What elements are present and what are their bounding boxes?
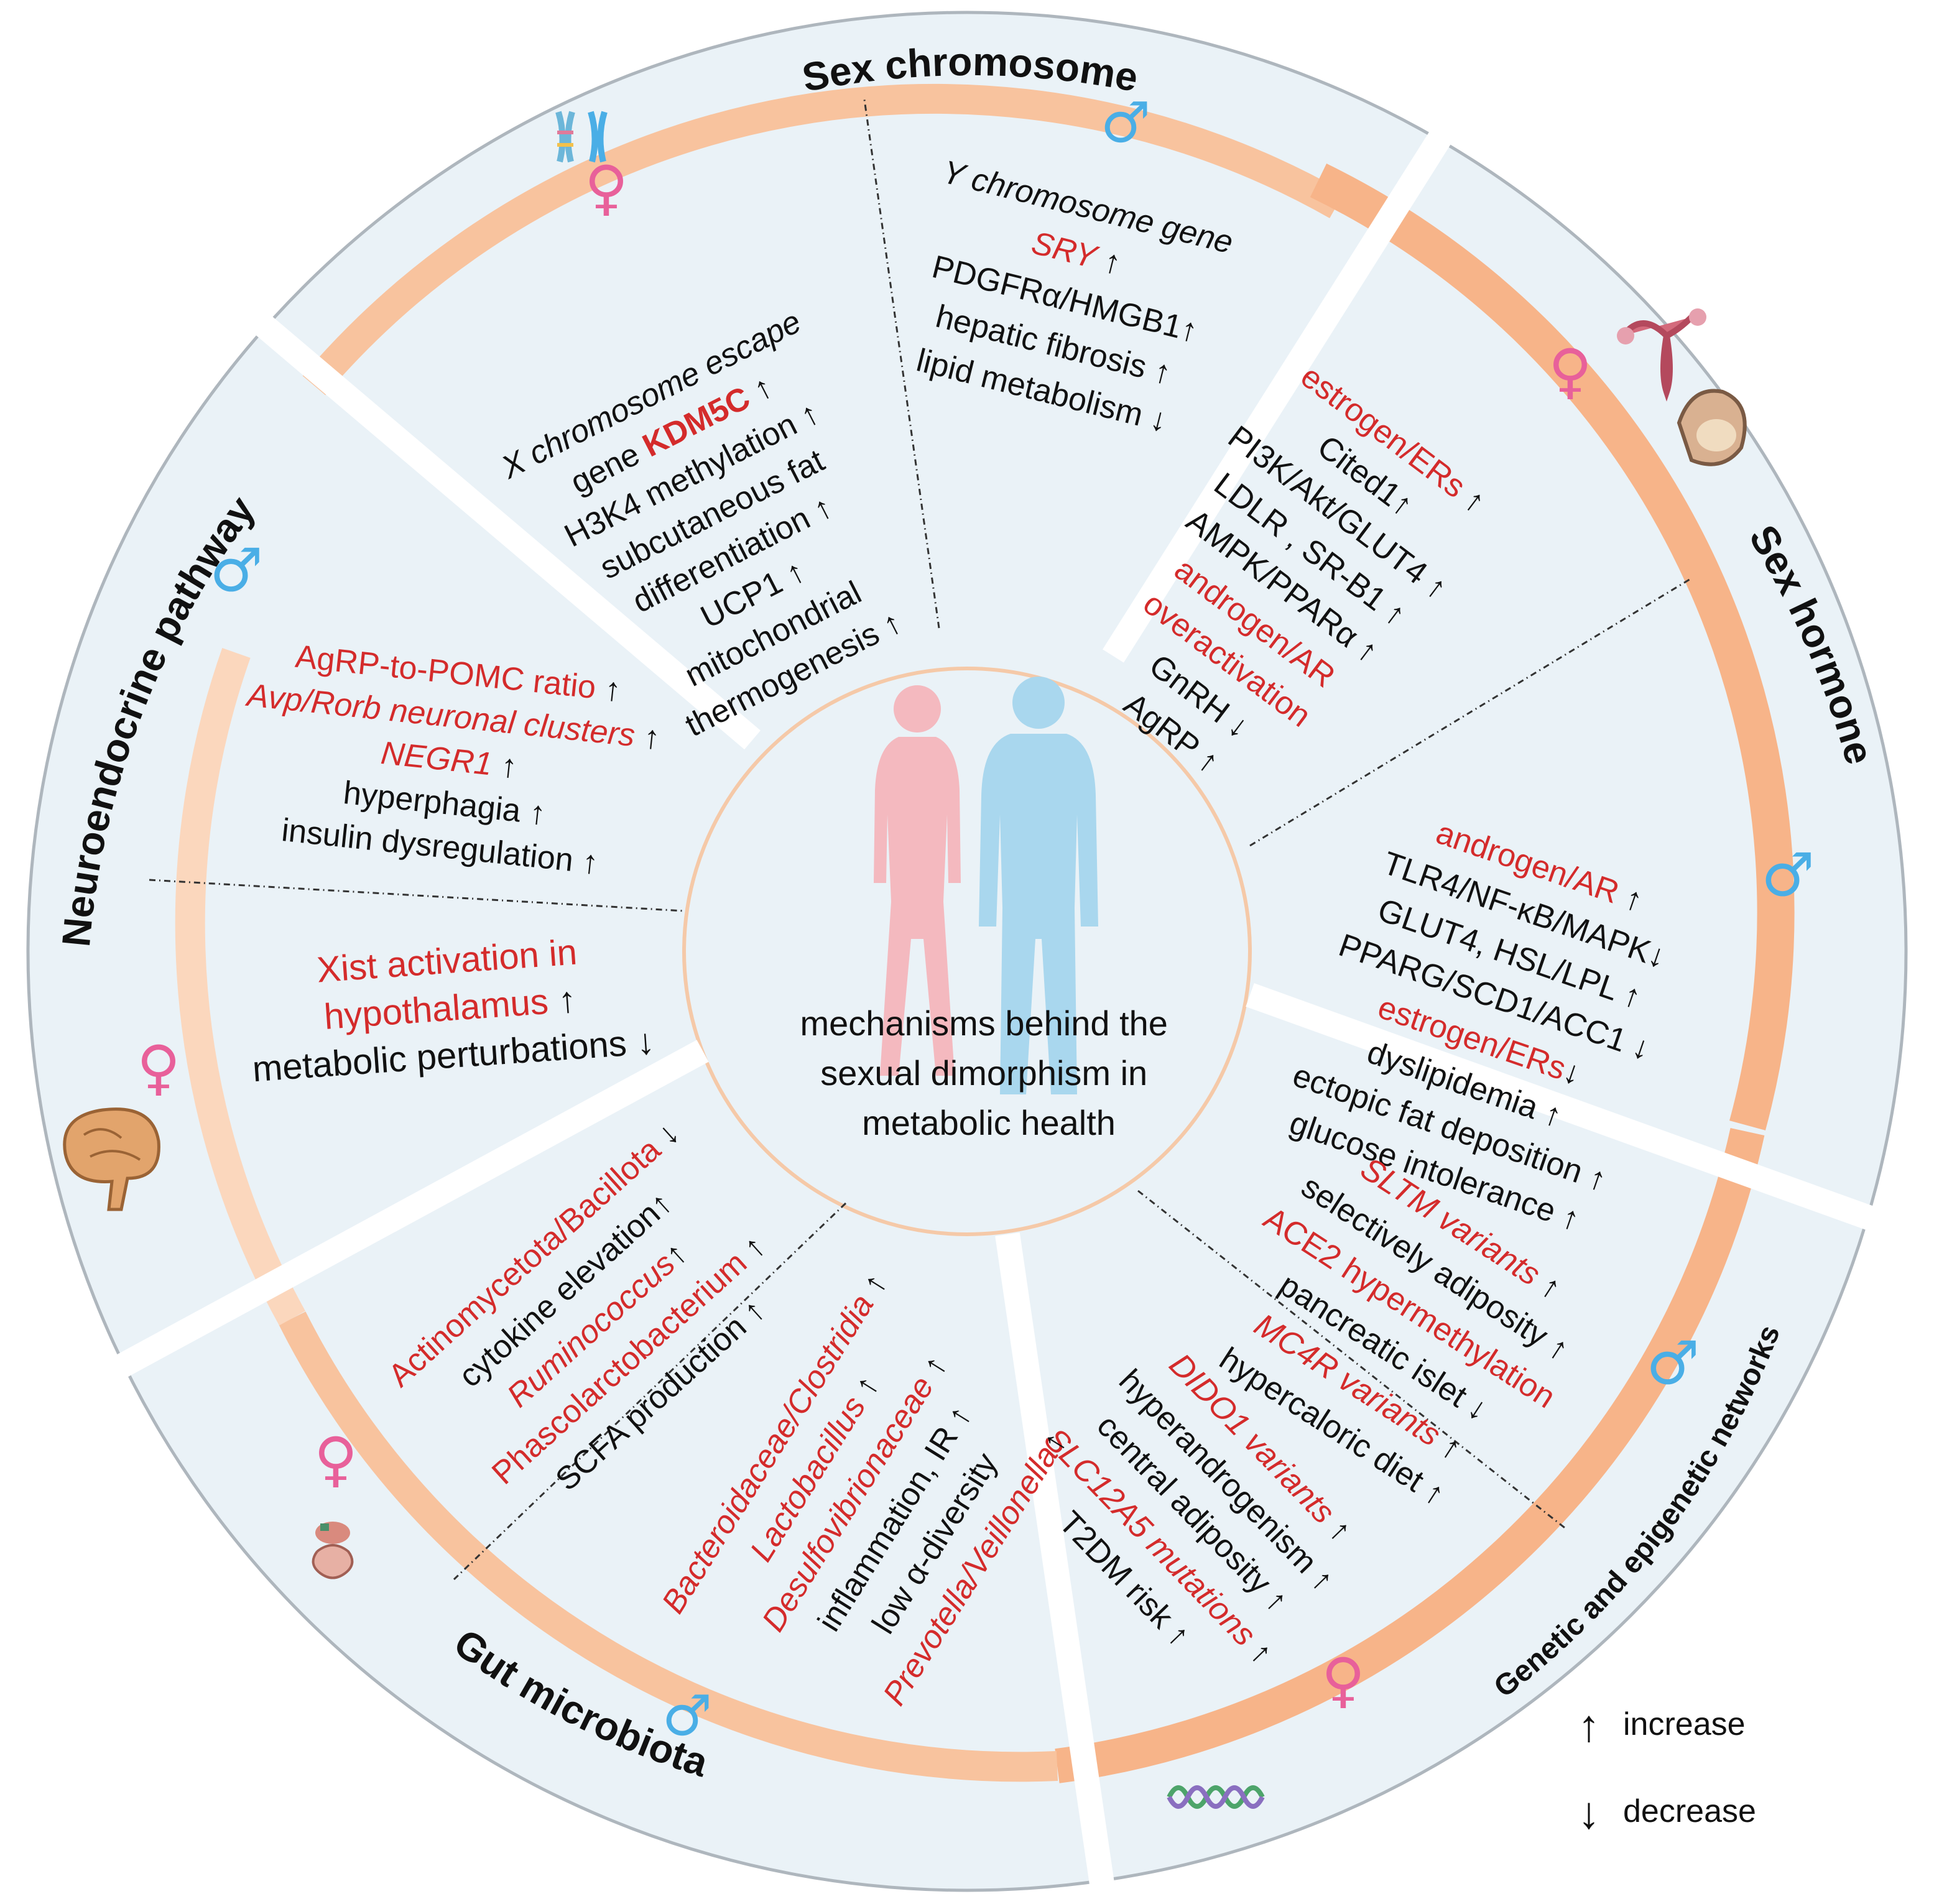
female-symbol-genetic: ♀ xyxy=(1321,1645,1365,1715)
legend-decrease-label: decrease xyxy=(1623,1793,1756,1829)
male-symbol-sex-hormone: ♂ xyxy=(1761,840,1815,910)
panel-genetic-male: SLTM variants ↑selectively adiposity ↑AC… xyxy=(1213,1150,1576,1513)
female-body-silhouette xyxy=(874,685,961,1076)
chromosome-icon xyxy=(555,111,608,163)
gut-icon xyxy=(312,1522,354,1579)
line-text: ↑ xyxy=(633,718,662,756)
legend-increase-label: increase xyxy=(1623,1706,1746,1742)
legend: ↑ increase ↓ decrease xyxy=(1578,1701,1756,1838)
female-symbol-gut: ♀ xyxy=(314,1425,358,1494)
sub-dividers xyxy=(149,99,1692,1581)
center-caption-line: sexual dimorphism in xyxy=(820,1053,1147,1093)
line-text: ↑ xyxy=(490,747,519,785)
male-symbol-genetic: ♂ xyxy=(1646,1328,1700,1398)
male-symbol-gut: ♂ xyxy=(662,1683,713,1749)
center-caption-line: metabolic health xyxy=(862,1103,1116,1142)
female-symbol-sex-chromosome: ♀ xyxy=(585,153,628,223)
female-symbol-neuro: ♀ xyxy=(137,1033,180,1102)
sector-dividers xyxy=(112,127,1876,1898)
brain-icon xyxy=(63,1107,160,1211)
legend-decrease-arrow: ↓ xyxy=(1578,1788,1600,1838)
center-caption: mechanisms behind the sexual dimorphism … xyxy=(800,1004,1177,1142)
ring-band xyxy=(175,83,1795,1783)
male-body-silhouette xyxy=(979,677,1098,1094)
male-symbol-sex-chromosome: ♂ xyxy=(1101,90,1151,155)
testis-icon xyxy=(1677,389,1747,466)
center-caption-line: mechanisms behind the xyxy=(800,1004,1167,1043)
male-symbol-neuro: ♂ xyxy=(210,535,263,605)
dna-icon xyxy=(1167,1785,1265,1809)
female-symbol-sex-hormone: ♀ xyxy=(1548,336,1592,406)
legend-increase-arrow: ↑ xyxy=(1578,1701,1600,1751)
line-text: ↑ xyxy=(594,670,622,709)
center-circle xyxy=(682,667,1252,1236)
line-text: ↑ xyxy=(547,979,578,1022)
uterus-icon xyxy=(1617,308,1706,402)
